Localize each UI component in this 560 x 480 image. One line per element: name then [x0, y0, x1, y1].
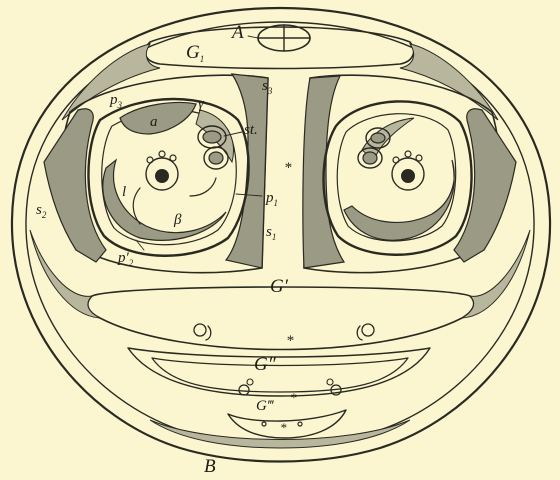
label-a-lower: a [150, 114, 158, 130]
crosshair-circle-symbol [258, 25, 310, 51]
label-st: st. [244, 122, 258, 138]
label-g-double: G″ [254, 354, 277, 375]
innermost-chamber-g3 [228, 410, 346, 438]
upper-right-hatched-band [400, 44, 498, 120]
label-s3: s3 [262, 78, 273, 96]
star-marker-bottom: * [280, 420, 287, 435]
label-p1: p1 [265, 190, 278, 208]
label-b: B [204, 456, 216, 477]
small-organ-symbols [194, 324, 374, 395]
label-p2: p′2 [117, 250, 134, 268]
star-marker-middle: * [286, 333, 294, 349]
lower-chamber-g2 [128, 348, 430, 396]
label-gamma: γ [198, 96, 205, 112]
label-a: A [230, 22, 244, 43]
star-marker-inner: * [290, 390, 297, 405]
label-s1: s1 [266, 224, 276, 242]
label-p3: p3 [109, 92, 123, 110]
label-g-prime: G′ [270, 276, 289, 297]
label-g-triple: G‴ [256, 398, 275, 414]
label-g1: G1 [186, 42, 204, 64]
label-beta: β [173, 212, 182, 228]
label-s2: s2 [36, 202, 47, 220]
label-l: l [122, 184, 126, 200]
star-marker-center: * [284, 160, 292, 176]
